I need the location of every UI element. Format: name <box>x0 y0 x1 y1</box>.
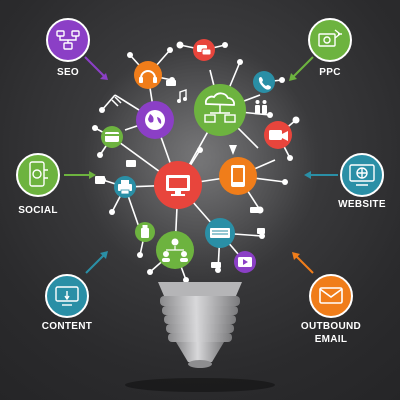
headphones-node <box>134 61 162 89</box>
keyboard-node <box>205 218 235 248</box>
seo-badge <box>46 18 90 62</box>
phone-node <box>253 71 275 93</box>
bulb-base <box>125 282 275 392</box>
network-nodes <box>95 39 292 273</box>
outbound-email-label: OUTBOUND EMAIL <box>298 320 364 346</box>
ppc-badge <box>308 18 352 62</box>
content-pen-icon <box>55 286 79 306</box>
ppc-label: PPC <box>319 67 341 78</box>
printer-node <box>114 176 136 198</box>
social-mobile-icon <box>29 161 48 187</box>
ppc-money-icon <box>318 29 342 47</box>
chat-node <box>193 39 215 61</box>
category-arrows <box>64 56 338 274</box>
video-player-node <box>234 251 256 273</box>
social-label: SOCIAL <box>18 205 58 216</box>
outbound-label-line2: EMAIL <box>314 334 348 345</box>
outbound-badge <box>309 274 353 318</box>
seo-network-icon <box>56 30 80 50</box>
people-node <box>156 231 194 269</box>
credit-card-node <box>101 126 123 148</box>
mobile-node <box>219 157 257 195</box>
content-label: CONTENT <box>41 321 93 332</box>
outbound-label-line1: OUTBOUND <box>300 321 362 332</box>
usb-node <box>135 222 155 242</box>
website-badge <box>340 153 384 197</box>
content-badge <box>45 274 89 318</box>
globe-node <box>136 101 174 139</box>
monitor-node <box>154 161 202 209</box>
social-badge <box>16 153 60 197</box>
website-label: WEBSITE <box>338 199 386 210</box>
cloud-network-node <box>194 84 246 136</box>
email-envelope-icon <box>319 287 343 304</box>
website-globe-icon <box>349 164 375 186</box>
seo-label: SEO <box>56 67 80 78</box>
video-camera-node <box>264 121 292 149</box>
